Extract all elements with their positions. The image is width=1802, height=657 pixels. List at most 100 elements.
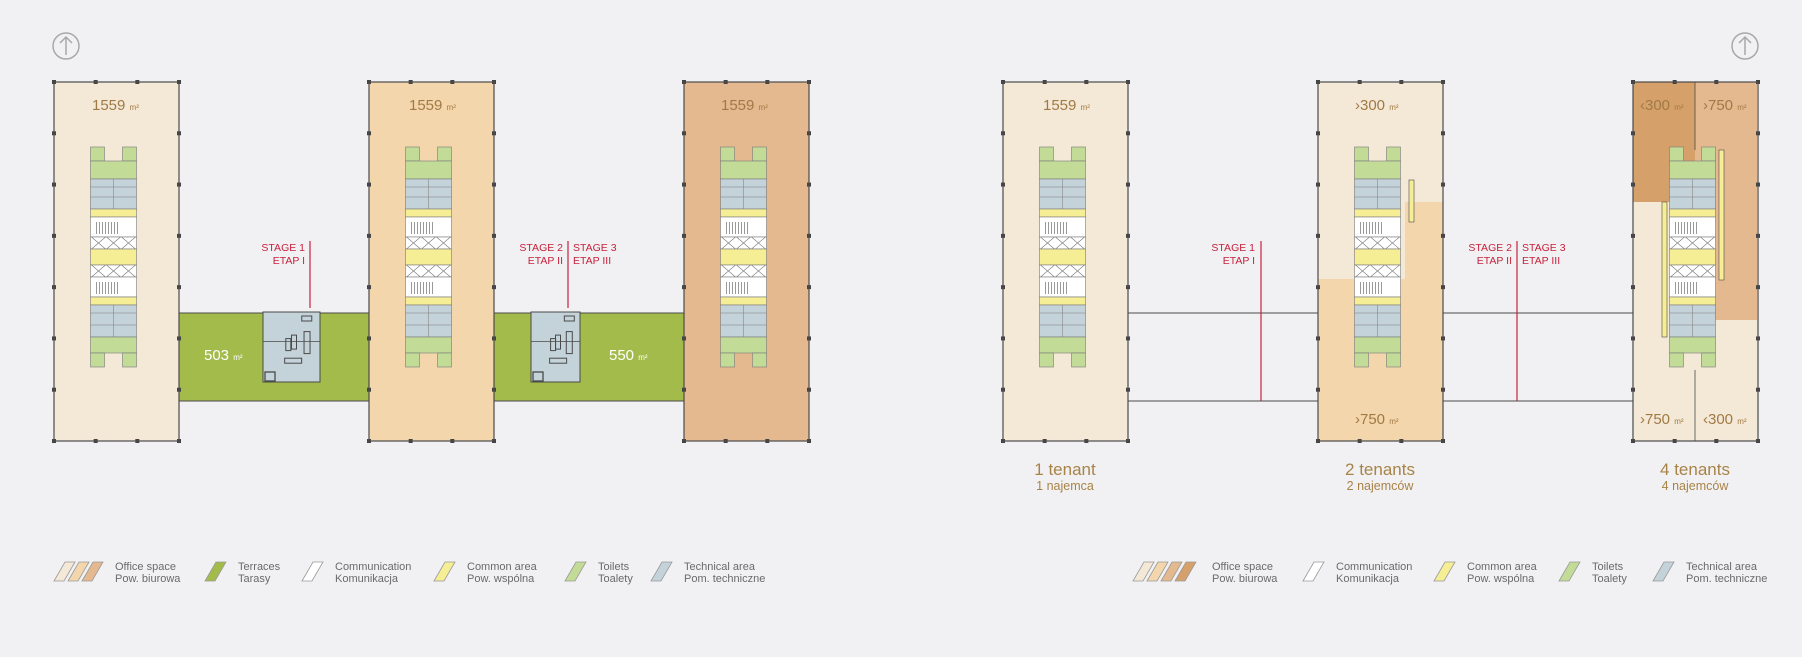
toilet: [1386, 352, 1401, 368]
legend-swatch: [1302, 561, 1325, 582]
legend-label: Pow. biurowa: [1212, 573, 1278, 585]
legend-swatch: [1132, 561, 1155, 582]
toilets: [720, 160, 767, 180]
elevator-shaft: [1370, 236, 1385, 250]
toilets: [1354, 160, 1401, 180]
building-outline: [53, 81, 180, 442]
elevator-shaft: [736, 264, 751, 278]
staircase: [1669, 276, 1716, 298]
legend-swatch: [1160, 561, 1183, 582]
elevator-shaft: [721, 264, 736, 278]
tenant-count-4: 4 tenants: [1660, 460, 1730, 479]
toilets: [1669, 336, 1716, 354]
plan-shapes: [52, 80, 1760, 582]
tenant-count-4-pl: 4 najemców: [1662, 479, 1730, 493]
elevator-shaft: [1670, 236, 1685, 250]
staircase: [405, 276, 452, 298]
staircase: [1669, 216, 1716, 238]
elevator-shaft: [121, 264, 136, 278]
toilets: [1039, 160, 1086, 180]
elevator-shaft: [91, 236, 106, 250]
equipment: [549, 357, 568, 364]
common-area: [1354, 296, 1401, 306]
toilet: [437, 352, 452, 368]
elevator-shaft: [91, 264, 106, 278]
stage-2-label: STAGE 2: [1468, 242, 1512, 254]
elevator-shaft: [751, 264, 766, 278]
common-area: [1669, 248, 1716, 266]
legend-swatch: [1558, 561, 1581, 582]
common-area: [1669, 208, 1716, 218]
toilet: [1039, 146, 1054, 162]
toilet: [752, 352, 767, 368]
stage-3-label: STAGE 3: [1522, 242, 1566, 254]
toilet: [1071, 146, 1086, 162]
elevator-shaft: [406, 236, 421, 250]
technical-block: [262, 311, 321, 383]
toilet: [752, 146, 767, 162]
common-area: [1039, 248, 1086, 266]
legend-label: Technical area: [1686, 561, 1758, 573]
legend-label: Tarasy: [238, 573, 271, 585]
common-area: [405, 208, 452, 218]
building-core: [1354, 146, 1401, 368]
tenant-count-1: 1 tenant: [1034, 460, 1096, 479]
staircase: [90, 216, 137, 238]
toilet: [720, 146, 735, 162]
tenant-count-2: 2 tenants: [1345, 460, 1415, 479]
legend-swatch: [650, 561, 673, 582]
common-area: [1354, 248, 1401, 266]
legend-swatch: [564, 561, 587, 582]
toilet: [1669, 352, 1684, 368]
elevator-shaft: [436, 264, 451, 278]
elevator-shaft: [1070, 236, 1085, 250]
toilet: [122, 352, 137, 368]
building-core: [720, 146, 767, 368]
legend-label: Komunikacja: [335, 573, 399, 585]
etap-2-label: ETAP II: [1477, 255, 1512, 267]
building-core: [1039, 146, 1086, 368]
staircase: [405, 216, 452, 238]
elevator-shaft: [1670, 264, 1685, 278]
building-core: [90, 146, 137, 368]
toilet: [1386, 146, 1401, 162]
building-6-area-top-right: ›750 m²: [1703, 97, 1747, 114]
building-5-area-top: ›300 m²: [1355, 97, 1399, 114]
common-area: [1661, 201, 1668, 338]
shaft: [532, 371, 544, 382]
toilet: [90, 352, 105, 368]
equipment: [301, 315, 313, 322]
terrace-1-area: 503 m²: [204, 347, 243, 364]
toilet: [90, 146, 105, 162]
legend-label: Office space: [1212, 561, 1273, 573]
building-1-area: 1559 m²: [92, 97, 139, 114]
toilet: [720, 352, 735, 368]
staircase: [90, 276, 137, 298]
toilet: [1354, 352, 1369, 368]
legend-label: Toalety: [598, 573, 633, 585]
equipment: [563, 315, 575, 322]
legend-swatch: [204, 561, 227, 582]
etap-3-label: ETAP III: [573, 255, 611, 267]
staircase: [1039, 216, 1086, 238]
north-arrow-icon: [52, 32, 80, 60]
legend-label: Toilets: [598, 561, 630, 573]
toilets: [405, 336, 452, 354]
building-outline: [368, 81, 495, 442]
building-outline: [1317, 81, 1444, 442]
legend-swatch: [53, 561, 76, 582]
legend-swatch: [1146, 561, 1169, 582]
common-area: [1354, 208, 1401, 218]
legend-label: Pom. techniczne: [684, 573, 765, 585]
tenant-count-2-pl: 2 najemców: [1347, 479, 1415, 493]
toilets: [720, 336, 767, 354]
common-area: [90, 208, 137, 218]
toilet: [437, 146, 452, 162]
etap-1-label: ETAP I: [273, 255, 305, 267]
toilets: [90, 160, 137, 180]
legend-right: Office space Pow. biurowa Communication …: [1212, 561, 1767, 585]
shaft: [264, 371, 276, 382]
legend-label: Toalety: [1592, 573, 1627, 585]
common-area: [90, 296, 137, 306]
building-3-area: 1559 m²: [721, 97, 768, 114]
